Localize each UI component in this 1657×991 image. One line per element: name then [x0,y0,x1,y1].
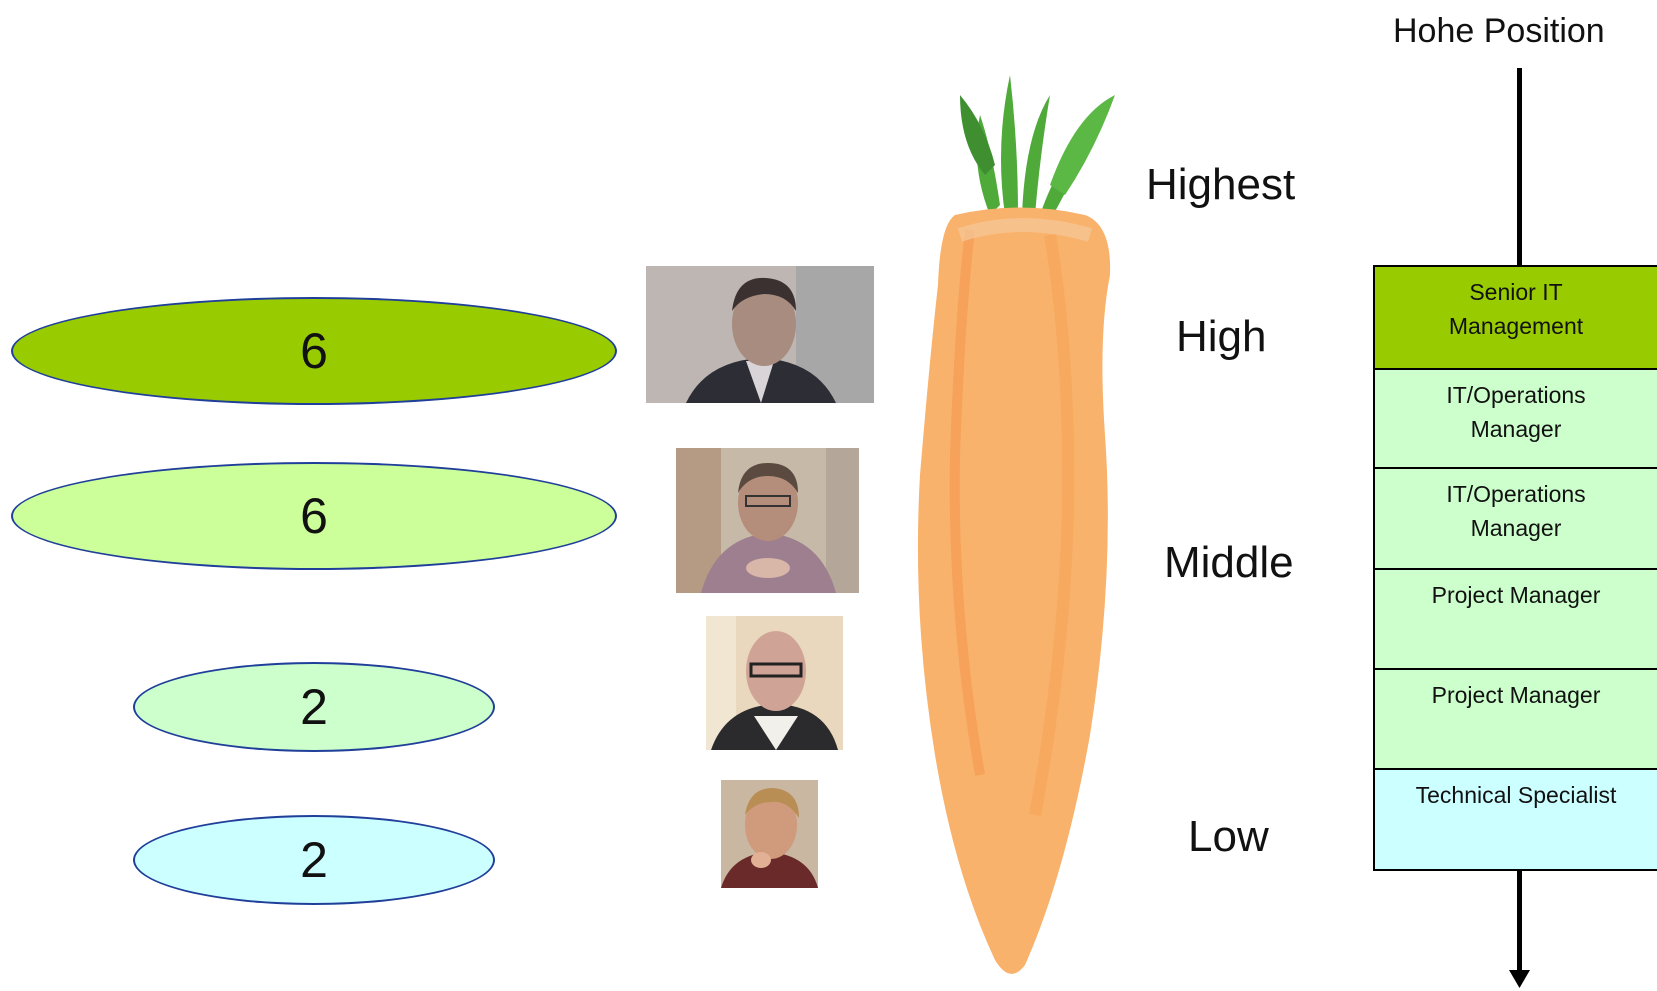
position-row: IT/Operations Manager [1375,469,1657,570]
carrot-leaves [960,75,1115,217]
axis-arrowhead [1509,970,1530,988]
level-label-middle: Middle [1164,538,1294,588]
portrait-photo-1 [646,266,874,403]
level-label-high: High [1176,312,1267,362]
position-label: Project Manager [1432,578,1601,612]
portrait-photo-4 [721,780,818,888]
count-ellipse-1: 6 [11,297,617,405]
carrot-illustration [900,55,1160,990]
position-table: Senior IT Management IT/Operations Manag… [1373,265,1657,871]
position-label: IT/Operations Manager [1446,378,1585,446]
position-row: Senior IT Management [1375,267,1657,370]
count-ellipse-2: 6 [11,462,617,570]
axis-line-top [1517,68,1522,265]
carrot-body [918,208,1110,974]
count-value: 6 [300,487,328,545]
position-row: Technical Specialist [1375,770,1657,869]
position-label: Technical Specialist [1416,778,1617,812]
level-label-highest: Highest [1146,160,1295,210]
position-label: Senior IT Management [1449,275,1583,343]
axis-line-bottom [1517,867,1522,977]
position-row: Project Manager [1375,570,1657,670]
portrait-photo-3 [706,616,843,750]
position-label: IT/Operations Manager [1446,477,1585,545]
count-ellipse-4: 2 [133,815,495,905]
position-row: Project Manager [1375,670,1657,770]
position-label: Project Manager [1432,678,1601,712]
count-value: 6 [300,322,328,380]
count-value: 2 [300,678,328,736]
position-row: IT/Operations Manager [1375,370,1657,469]
axis-title: Hohe Position [1393,12,1605,51]
level-label-low: Low [1188,812,1269,862]
count-value: 2 [300,831,328,889]
count-ellipse-3: 2 [133,662,495,752]
portrait-photo-2 [676,448,859,593]
